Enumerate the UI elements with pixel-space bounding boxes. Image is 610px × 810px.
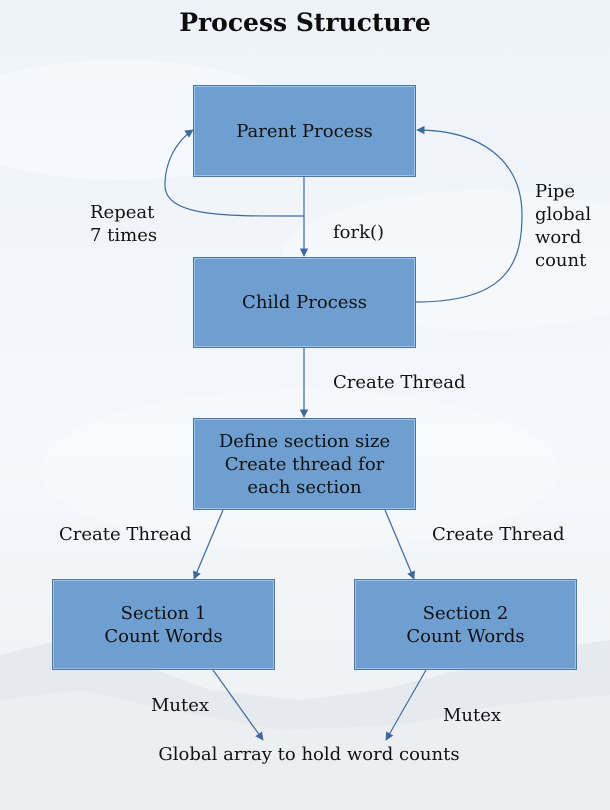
mutex-right-label: Mutex	[443, 705, 502, 726]
section-1-node: Section 1 Count Words	[52, 579, 275, 670]
fork-label: fork()	[333, 222, 385, 243]
page-title: Process Structure	[179, 8, 431, 37]
create-thread-left-arrow	[193, 509, 224, 580]
define-section-node: Define section size Create thread for ea…	[193, 418, 416, 510]
repeat-label: Repeat 7 times	[90, 202, 158, 246]
global-array-label: Global array to hold word counts	[158, 744, 460, 765]
pipe-label: Pipe global word count	[535, 181, 592, 271]
mutex-right-arrow	[385, 669, 427, 741]
child-process-node: Child Process	[193, 257, 416, 348]
create-thread-label: Create Thread	[333, 372, 466, 393]
create-thread-right-arrow	[384, 509, 415, 580]
pipe-arrow	[415, 125, 523, 303]
repeat-loop-arrow	[164, 129, 305, 217]
mutex-left-label: Mutex	[151, 695, 210, 716]
create-thread-left-label: Create Thread	[59, 524, 192, 545]
parent-process-node: Parent Process	[193, 85, 416, 177]
create-thread-right-label: Create Thread	[432, 524, 565, 545]
mutex-left-arrow	[212, 669, 264, 741]
section-2-node: Section 2 Count Words	[354, 579, 577, 670]
